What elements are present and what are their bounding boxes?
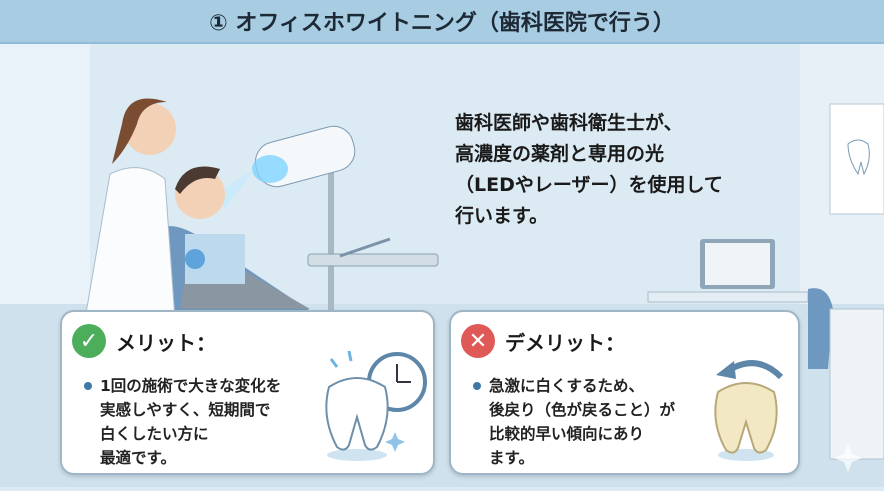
yellowed-tooth-return-icon [714, 360, 784, 461]
procedure-description: 歯科医師や歯科衛生士が、 高濃度の薬剤と専用の光 （LEDやレーザー）を使用して… [455, 112, 723, 227]
demerit-heading: デメリット： [505, 330, 625, 355]
merit-text: 1回の施術で大きな変化を 実感しやすく、短期間で 白くしたい方に 最適です。 [100, 377, 282, 467]
demerit-text: 急激に白くするため、 後戻り（色が戻ること）が 比較的早い傾向にあり ます。 [489, 377, 676, 467]
white-tooth-clock-icon [325, 350, 427, 461]
bullet-icon [473, 382, 481, 390]
check-icon: ✓ [72, 324, 106, 358]
bullet-icon [84, 382, 92, 390]
demerit-card: ✕ デメリット： 急激に白くするため、 後戻り（色が戻ること）が 比較的早い傾向… [449, 310, 800, 475]
merit-heading: メリット： [116, 330, 216, 355]
x-icon: ✕ [461, 324, 495, 358]
page-title: ① オフィスホワイトニング（歯科医院で行う） [0, 0, 884, 44]
merit-card: ✓ メリット： 1回の施術で大きな変化を 実感しやすく、短期間で 白くしたい方に… [60, 310, 435, 475]
tooth-poster [829, 103, 884, 215]
